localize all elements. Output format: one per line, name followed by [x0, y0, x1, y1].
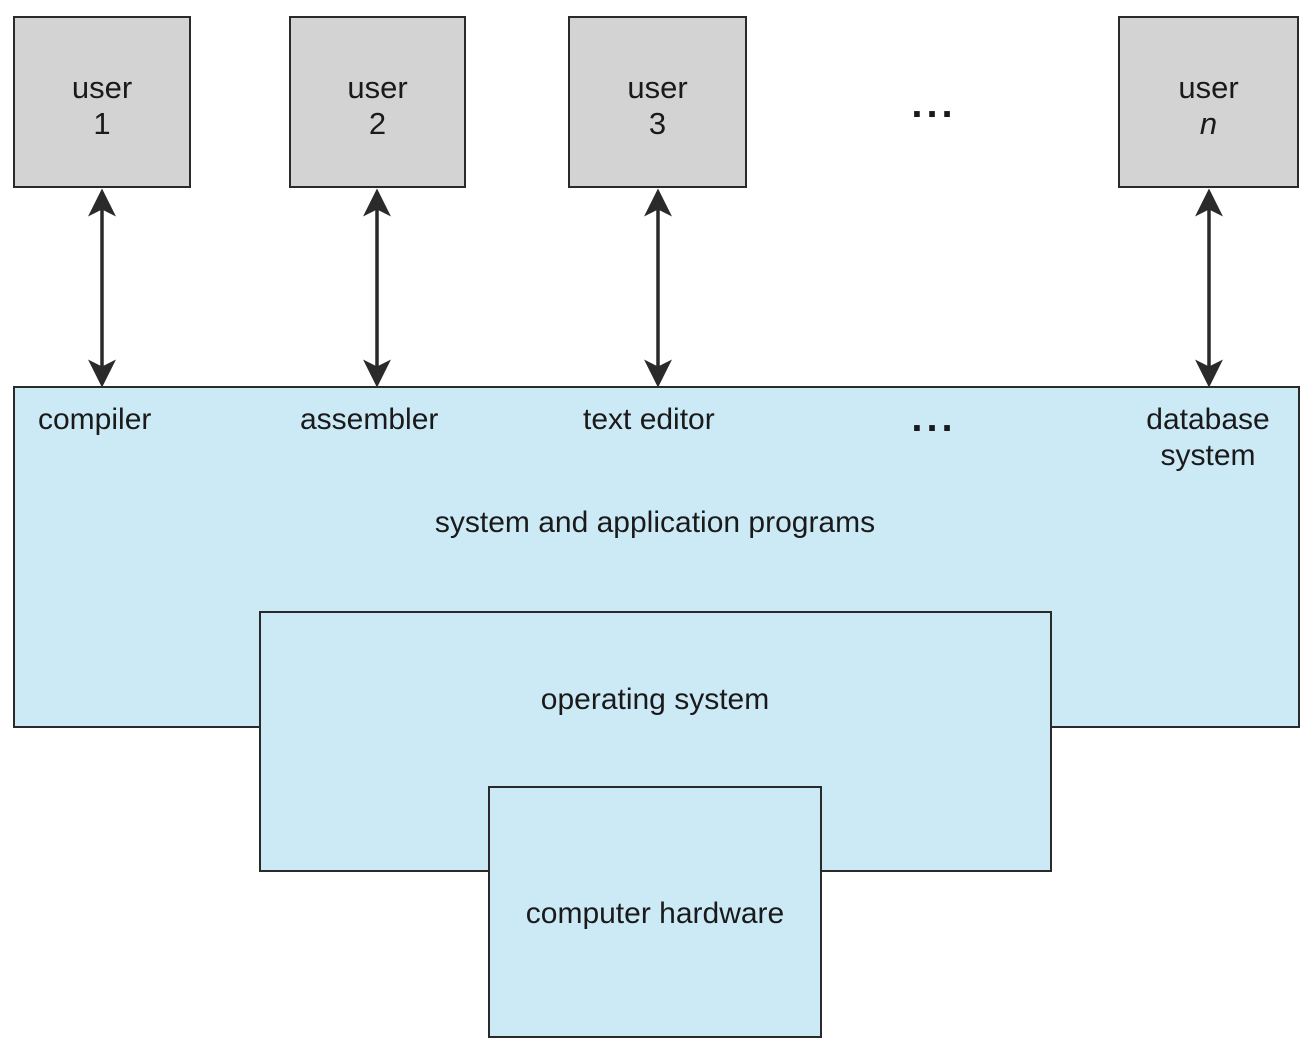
users-ellipsis: ...	[911, 82, 957, 126]
database-label-line2: system	[1160, 439, 1256, 472]
programs-ellipsis: ...	[911, 396, 957, 440]
compiler-label: compiler	[38, 403, 152, 436]
user-label: user	[627, 70, 688, 105]
user-number: 1	[93, 106, 111, 141]
computer-hardware-layer	[488, 786, 822, 1038]
database-label-line1: database	[1146, 403, 1270, 436]
system-programs-label: system and application programs	[434, 506, 876, 539]
user-label: user	[1178, 70, 1239, 105]
user-box-n: user n	[1118, 16, 1299, 188]
user-box-3: user 3	[568, 16, 747, 188]
user-number: 2	[368, 106, 387, 141]
text-editor-label: text editor	[583, 403, 715, 436]
assembler-label: assembler	[300, 403, 439, 436]
user-number: 3	[648, 106, 667, 141]
computer-hardware-label: computer hardware	[525, 897, 785, 930]
user-label: user	[347, 70, 408, 105]
operating-system-label: operating system	[540, 683, 770, 716]
user-label: user	[71, 70, 133, 105]
user-number: n	[1199, 106, 1218, 141]
user-box-2: user 2	[289, 16, 466, 188]
user-box-1: user 1	[13, 16, 191, 188]
database-system-label: database system	[1146, 402, 1269, 474]
